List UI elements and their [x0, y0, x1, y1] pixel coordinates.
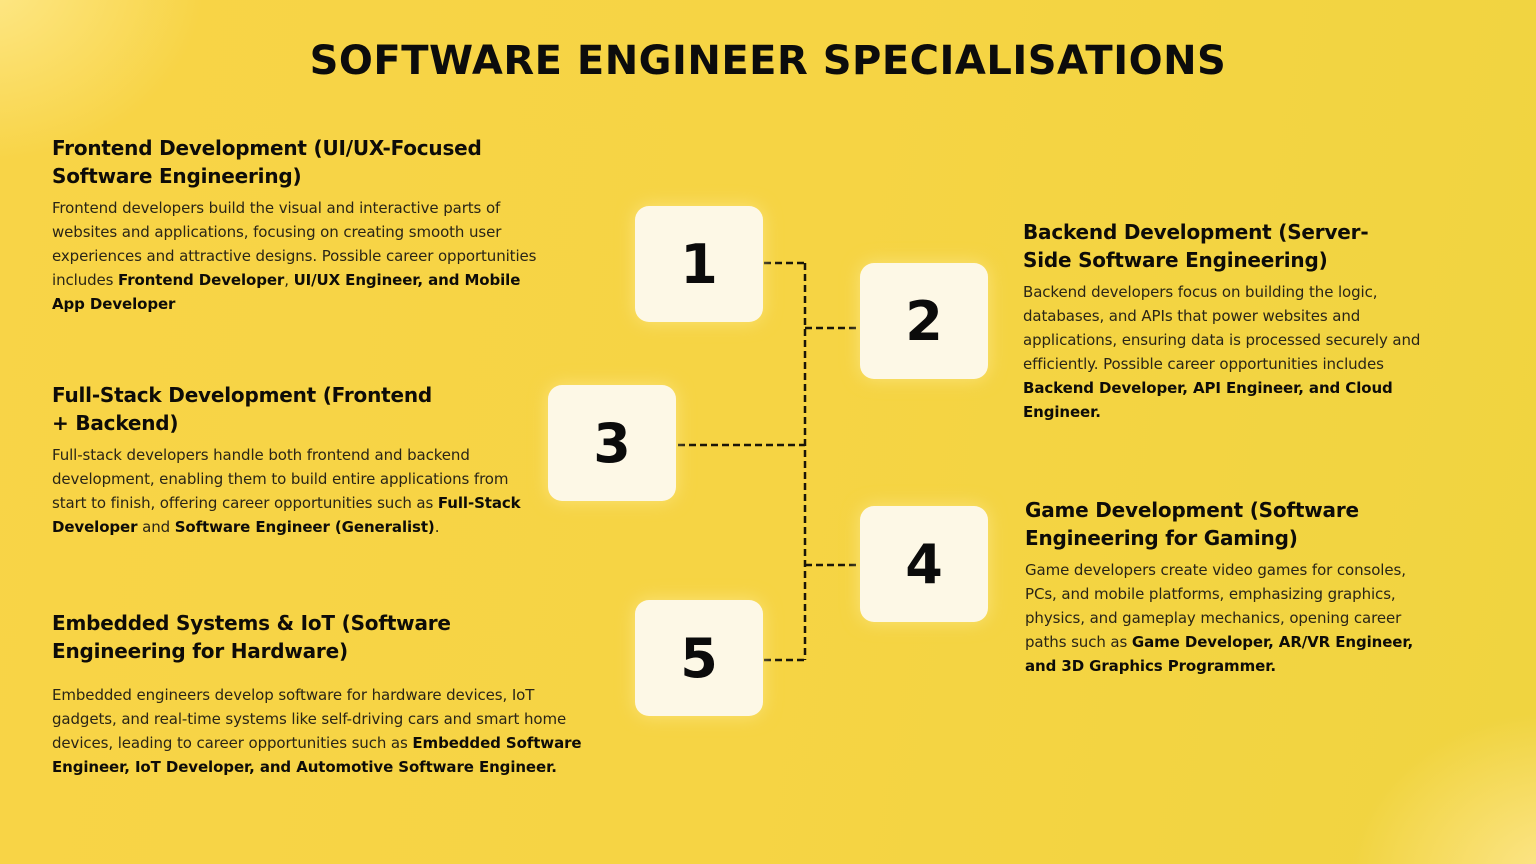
specialisation-frontend: Frontend Development (UI/UX-Focused Soft…	[52, 134, 552, 316]
game-description: Game developers create video games for c…	[1025, 561, 1414, 675]
number-box-1: 1	[635, 206, 763, 322]
page-title: SOFTWARE ENGINEER SPECIALISATIONS	[309, 38, 1227, 84]
number-1: 1	[680, 232, 718, 296]
specialisation-fullstack: Full-Stack Development (Frontend + Backe…	[52, 381, 532, 539]
backend-roles: Backend Developer, API Engineer, and Clo…	[1023, 379, 1393, 421]
embedded-heading: Embedded Systems & IoT (Software Enginee…	[52, 611, 451, 663]
number-box-4: 4	[860, 506, 988, 622]
specialisation-backend: Backend Development (Server-Side Softwar…	[1023, 218, 1453, 424]
backend-description: Backend developers focus on building the…	[1023, 283, 1421, 421]
game-heading: Game Development (Software Engineering f…	[1025, 498, 1359, 550]
number-box-2: 2	[860, 263, 988, 379]
frontend-roles: Frontend Developer	[118, 271, 285, 289]
number-box-3: 3	[548, 385, 676, 501]
backend-heading: Backend Development (Server-Side Softwar…	[1023, 220, 1369, 272]
specialisation-embedded: Embedded Systems & IoT (Software Enginee…	[52, 609, 587, 779]
frontend-heading: Frontend Development (UI/UX-Focused Soft…	[52, 136, 482, 188]
embedded-roles: Embedded Software Engineer, IoT Develope…	[52, 734, 582, 776]
frontend-description: Frontend developers build the visual and…	[52, 199, 537, 313]
fullstack-heading: Full-Stack Development (Frontend + Backe…	[52, 383, 432, 435]
embedded-description: Embedded engineers develop software for …	[52, 686, 582, 776]
specialisation-game: Game Development (Software Engineering f…	[1025, 496, 1440, 678]
number-box-5: 5	[635, 600, 763, 716]
number-4: 4	[905, 532, 943, 596]
frontend-roles-2: UI/UX Engineer, and Mobile App Developer	[52, 271, 521, 313]
number-5: 5	[680, 626, 718, 690]
fullstack-roles: Full-Stack Developer	[52, 494, 521, 536]
game-roles: Game Developer, AR/VR Engineer, and 3D G…	[1025, 633, 1414, 675]
fullstack-description: Full-stack developers handle both fronte…	[52, 446, 521, 536]
number-2: 2	[905, 289, 943, 353]
number-3: 3	[593, 411, 631, 475]
fullstack-roles-2: Software Engineer (Generalist)	[174, 518, 435, 536]
